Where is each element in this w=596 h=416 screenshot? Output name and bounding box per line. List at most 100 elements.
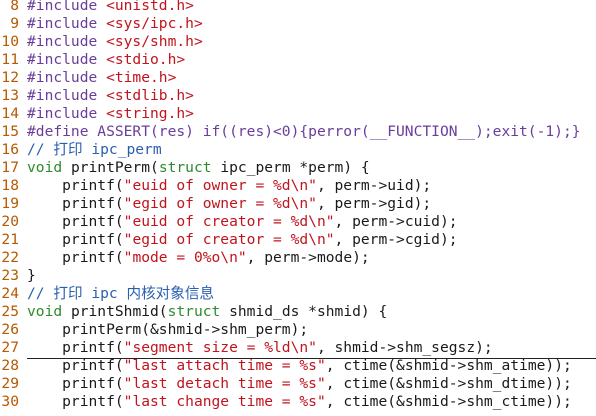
code-line[interactable]: 19 printf("egid of owner = %d\n", perm->… — [0, 195, 596, 213]
code-token: <time.h> — [106, 69, 177, 86]
code-line[interactable]: 24 // 打印 ipc 内核对象信息 — [0, 285, 596, 303]
code-line[interactable]: 26 printPerm(&shmid->shm_perm); — [0, 321, 596, 339]
code-token: "egid of owner = %d\n" — [123, 195, 317, 212]
code-line[interactable]: 12 #include <time.h> — [0, 69, 596, 87]
code-token: <string.h> — [106, 105, 194, 122]
code-line[interactable]: 18 printf("euid of owner = %d\n", perm->… — [0, 177, 596, 195]
code-token: } — [27, 267, 36, 284]
code-token: printPerm(&shmid->shm_perm); — [27, 321, 309, 338]
code-token: ipc_perm *perm) { — [211, 159, 370, 176]
code-text: printf("euid of owner = %d\n", perm->uid… — [27, 177, 431, 195]
code-line[interactable]: 16// 打印 ipc_perm — [0, 141, 596, 159]
line-number: 27 — [1, 339, 19, 356]
code-text: printf("last change time = %s", ctime(&s… — [27, 393, 572, 411]
line-number: 24 — [1, 285, 19, 302]
code-line[interactable]: 13 #include <stdlib.h> — [0, 87, 596, 105]
cursor-line-underline — [27, 358, 596, 359]
line-number: 15 — [1, 123, 19, 140]
line-number: 9 — [10, 15, 19, 32]
code-token: , ctime(&shmid->shm_atime)); — [325, 357, 572, 374]
code-token: "euid of owner = %d\n" — [123, 177, 317, 194]
code-token: , perm->uid); — [316, 177, 432, 194]
code-token: printf( — [27, 177, 124, 194]
code-token: , perm->cuid); — [334, 213, 458, 230]
line-number: 21 — [1, 231, 19, 248]
code-text: printf("mode = 0%o\n", perm->mode); — [27, 249, 370, 267]
code-token: <sys/ipc.h> — [106, 15, 203, 32]
code-token: <stdio.h> — [106, 51, 186, 68]
code-token: "mode = 0%o\n" — [123, 249, 247, 266]
line-number: 23 — [1, 267, 19, 284]
code-token: struct — [167, 303, 221, 320]
code-text: printPerm(&shmid->shm_perm); — [27, 321, 308, 339]
code-token: printf( — [27, 195, 124, 212]
code-line[interactable]: 23} — [0, 267, 596, 285]
code-line[interactable]: 17 void printPerm(struct ipc_perm *perm) … — [0, 159, 596, 177]
code-line[interactable]: 8 #include <unistd.h> — [0, 0, 596, 15]
code-text: printf("segment size = %ld\n", shmid->sh… — [27, 339, 493, 357]
code-token: <unistd.h> — [106, 0, 194, 14]
code-text: printf("last attach time = %s", ctime(&s… — [27, 357, 572, 375]
code-line[interactable]: 9 #include <sys/ipc.h> — [0, 15, 596, 33]
code-text: #include <time.h> — [27, 69, 176, 87]
line-number: 26 — [1, 321, 19, 338]
code-text: #include <sys/ipc.h> — [27, 15, 203, 33]
code-token: "euid of creator = %d\n" — [123, 213, 335, 230]
code-line[interactable]: 10#include <sys/shm.h> — [0, 33, 596, 51]
code-line[interactable]: 30 printf("last change time = %s", ctime… — [0, 393, 596, 411]
line-number: 29 — [1, 375, 19, 392]
code-line[interactable]: 20 printf("euid of creator = %d\n", perm… — [0, 213, 596, 231]
code-text: #include <sys/shm.h> — [27, 33, 203, 51]
code-line[interactable]: 15 #define ASSERT(res) if((res)<0){perror… — [0, 123, 596, 141]
code-text: #include <stdlib.h> — [27, 87, 194, 105]
code-token: #include — [27, 51, 107, 68]
code-token: "last attach time = %s" — [123, 357, 326, 374]
code-text: printf("egid of creator = %d\n", perm->c… — [27, 231, 458, 249]
code-text: printf("euid of creator = %d\n", perm->c… — [27, 213, 458, 231]
code-token: #include — [27, 105, 107, 122]
code-line[interactable]: 28 printf("last attach time = %s", ctime… — [0, 357, 596, 375]
code-text: // 打印 ipc_perm — [27, 141, 162, 159]
line-number: 17 — [1, 159, 19, 176]
code-token: , ctime(&shmid->shm_ctime)); — [325, 393, 572, 410]
code-line[interactable]: 11#include <stdio.h> — [0, 51, 596, 69]
code-token: , perm->gid); — [316, 195, 432, 212]
code-token: #define ASSERT(res) if((res)<0){perror(_… — [27, 123, 581, 140]
code-text: #include <stdio.h> — [27, 51, 185, 69]
code-line[interactable]: 29 printf("last detach time = %s", ctime… — [0, 375, 596, 393]
code-token: printf( — [27, 375, 124, 392]
code-token: , perm->cgid); — [334, 231, 458, 248]
code-token: // 打印 ipc_perm — [27, 141, 162, 158]
code-token: "egid of creator = %d\n" — [123, 231, 335, 248]
line-number: 13 — [1, 87, 19, 104]
code-token: printf( — [27, 393, 124, 410]
code-text: #include <string.h> — [27, 105, 194, 123]
code-token: "last change time = %s" — [123, 393, 326, 410]
code-token: "segment size = %ld\n" — [123, 339, 317, 356]
code-token: shmid_ds *shmid) { — [220, 303, 388, 320]
code-text: // 打印 ipc 内核对象信息 — [27, 285, 214, 303]
code-line[interactable]: 22 printf("mode = 0%o\n", perm->mode); — [0, 249, 596, 267]
code-line[interactable]: 21 printf("egid of creator = %d\n", perm… — [0, 231, 596, 249]
line-number: 19 — [1, 195, 19, 212]
code-text: #include <unistd.h> — [27, 0, 194, 15]
code-text: void printPerm(struct ipc_perm *perm) { — [27, 159, 370, 177]
line-number: 22 — [1, 249, 19, 266]
code-token: // 打印 ipc 内核对象信息 — [27, 285, 215, 302]
line-number: 18 — [1, 177, 19, 194]
code-token: #include — [27, 15, 107, 32]
line-number: 12 — [1, 69, 19, 86]
code-line[interactable]: 27 printf("segment size = %ld\n", shmid-… — [0, 339, 596, 357]
code-text: #define ASSERT(res) if((res)<0){perror(_… — [27, 123, 581, 141]
code-token: printf( — [27, 339, 124, 356]
code-token: "last detach time = %s" — [123, 375, 326, 392]
code-line[interactable]: 14#include <string.h> — [0, 105, 596, 123]
code-token: void — [27, 303, 63, 320]
code-token: #include — [27, 87, 107, 104]
code-token: printShmid( — [62, 303, 168, 320]
line-number: 8 — [10, 0, 19, 14]
code-token: printf( — [27, 231, 124, 248]
code-token: printf( — [27, 357, 124, 374]
